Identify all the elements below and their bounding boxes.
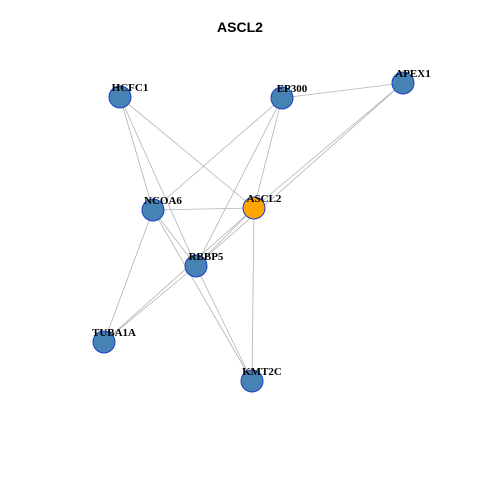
- edge-ncoa6-tuba1a: [103, 209, 154, 343]
- edge-apex1-ascl2: [253, 82, 404, 209]
- node-tuba1a: [92, 330, 116, 354]
- node-ascl2: [242, 196, 266, 220]
- node-label-ascl2: ASCL2: [247, 193, 282, 205]
- node-rbbp5: [184, 254, 208, 278]
- node-label-hcfc1: HCFC1: [112, 82, 149, 94]
- node-label-tuba1a: TUBA1A: [92, 327, 136, 339]
- edge-hcfc1-ncoa6: [119, 96, 154, 211]
- node-apex1: [391, 71, 415, 95]
- node-label-apex1: APEX1: [395, 68, 430, 80]
- edge-hcfc1-ascl2: [119, 96, 255, 209]
- node-label-ep300: EP300: [277, 83, 308, 95]
- edge-ncoa6-kmt2c: [152, 209, 253, 382]
- diagram-title: ASCL2: [217, 19, 263, 35]
- node-label-kmt2c: KMT2C: [242, 366, 282, 378]
- edge-ep300-ascl2: [253, 97, 283, 209]
- edge-ascl2-kmt2c: [251, 207, 255, 382]
- edge-rbbp5-kmt2c: [195, 265, 253, 382]
- edge-apex1-rbbp5: [195, 82, 404, 267]
- node-ncoa6: [141, 198, 165, 222]
- edge-ncoa6-ascl2: [152, 207, 255, 211]
- edge-ep300-ncoa6: [152, 97, 283, 211]
- node-hcfc1: [108, 85, 132, 109]
- edge-ncoa6-rbbp5: [152, 209, 197, 267]
- node-label-ncoa6: NCOA6: [144, 195, 182, 207]
- edge-rbbp5-tuba1a: [103, 265, 197, 343]
- edge-ep300-apex1: [281, 82, 404, 99]
- node-label-rbbp5: RBBP5: [189, 251, 224, 263]
- edge-ascl2-tuba1a: [103, 207, 255, 343]
- node-layer: [92, 71, 415, 393]
- edge-layer: [103, 82, 404, 382]
- node-ep300: [270, 86, 294, 110]
- edge-ep300-rbbp5: [195, 97, 283, 267]
- edge-hcfc1-rbbp5: [119, 96, 197, 267]
- node-kmt2c: [240, 369, 264, 393]
- edge-ascl2-rbbp5: [195, 207, 255, 267]
